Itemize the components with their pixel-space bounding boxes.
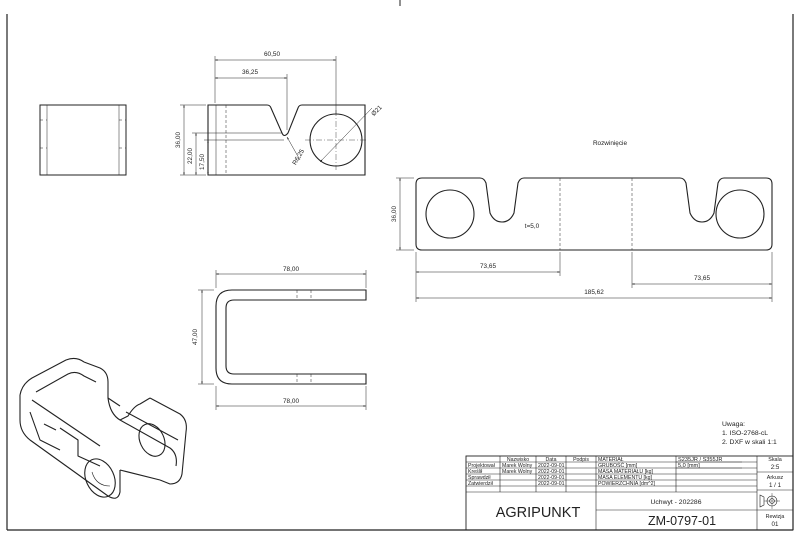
title-block: Nazwisko Data Podpis Projektował Marek W… [465, 455, 794, 531]
iso-hole-front [84, 458, 116, 498]
tb-role-4: Zatwierdził [468, 481, 494, 487]
side-view: 60,50 36,25 36,00 22,00 17,50 Ø21 R6,25 [175, 51, 384, 176]
flat-pattern-view: Rozwinięcie t=5,0 36,00 73,65 73,65 185,… [391, 140, 773, 302]
dim-flat-height: 36,00 [391, 206, 398, 222]
thickness-label: t=5,0 [525, 223, 540, 230]
dim-top-width: 78,00 [283, 266, 299, 273]
dim-side-inner-width: 36,25 [242, 69, 258, 76]
tb-prop-label-4: MASA ELEMENTU [kg] [598, 475, 652, 481]
tb-prop-value-1: S235JR / S355JR [678, 457, 722, 463]
tb-revision: 01 [772, 521, 779, 528]
dim-flat-right: 73,65 [694, 275, 710, 282]
tb-prop-label-5: POWIERZCHNIA [dm^2] [598, 481, 655, 487]
company-name: AGRIPUNKT [496, 505, 581, 521]
iso-hole-back [138, 423, 166, 457]
tb-sheet-label: Arkusz [767, 475, 784, 481]
notes-item-2: 2. DXF w skali 1:1 [722, 439, 777, 446]
drawing-number: ZM-0797-01 [648, 514, 716, 528]
tb-name-2: Marek Wolny [502, 469, 533, 475]
tb-name-1: Marek Wolny [502, 463, 533, 469]
dim-side-height: 36,00 [175, 132, 182, 148]
tb-sheet: 1 / 1 [769, 482, 782, 489]
tb-date-3: 2022-09-01 [538, 475, 565, 481]
tb-role-1: Projektował [468, 463, 496, 469]
top-view: 78,00 78,00 47,00 [192, 266, 367, 410]
tb-prop-label-1: MATERIAŁ [598, 457, 624, 463]
tb-date-1: 2022-09-01 [538, 463, 565, 469]
tb-revision-label: Rewizja [766, 514, 785, 520]
tb-prop-label-2: GRUBOŚĆ [mm] [598, 461, 638, 469]
notes-block: Uwaga: 1. ISO-2768-cL 2. DXF w skali 1:1 [722, 421, 777, 446]
tb-role-3: Sprawdził [468, 475, 491, 481]
projection-symbol-icon [759, 493, 780, 509]
dim-side-radius: R6,25 [291, 148, 306, 167]
tb-role-2: Kreślił [468, 469, 483, 475]
tb-date-4: 2022-09-01 [538, 481, 565, 487]
tb-header-signature: Podpis [573, 457, 589, 463]
tb-date-2: 2022-09-01 [538, 469, 565, 475]
tb-scale-label: Skala [768, 457, 782, 463]
dim-side-h17: 17,50 [199, 154, 206, 170]
dim-flat-total: 185,62 [584, 289, 604, 296]
sheet-frame [6, 0, 794, 531]
tb-prop-value-2: 5,0 [mm] [678, 463, 700, 469]
tb-scale: 2:5 [771, 464, 780, 471]
flat-left-hole [425, 189, 475, 239]
tb-prop-label-3: MASA MATERIAŁU [kg] [598, 469, 654, 475]
tb-header-date: Data [546, 457, 557, 463]
notes-title: Uwaga: [722, 421, 745, 428]
notes-item-1: 1. ISO-2768-cL [722, 430, 768, 437]
end-view [39, 104, 127, 176]
dim-u-height: 47,00 [192, 329, 199, 345]
tb-header-name: Nazwisko [507, 457, 529, 463]
part-name: Uchwyt - 202286 [650, 499, 701, 506]
flat-right-hole [715, 189, 765, 239]
dim-side-hole: Ø21 [370, 104, 384, 118]
dim-side-h22: 22,00 [187, 148, 194, 164]
isometric-view [19, 357, 187, 499]
dim-flat-left: 73,65 [480, 263, 496, 270]
dim-side-total-width: 60,50 [264, 51, 280, 58]
flat-pattern-label: Rozwinięcie [593, 140, 628, 147]
dim-bottom-width: 78,00 [283, 398, 299, 405]
